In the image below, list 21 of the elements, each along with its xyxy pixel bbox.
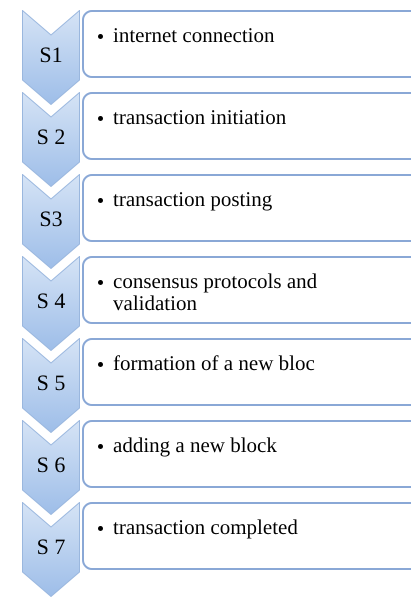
- step-box: [82, 502, 411, 570]
- chevron-step: S1: [22, 10, 80, 105]
- step-text: transaction posting: [113, 188, 272, 210]
- step-text: transaction completed: [113, 516, 298, 538]
- chevron-step: S 4: [22, 256, 80, 351]
- step-text: adding a new block: [113, 434, 277, 456]
- chevron-step: S 6: [22, 420, 80, 515]
- step-text: formation of a new bloc: [113, 352, 315, 374]
- step-box: [82, 10, 411, 78]
- step-box: [82, 338, 411, 406]
- step-text: consensus protocols and validation: [113, 270, 318, 314]
- step-box: [82, 92, 411, 160]
- step-text: internet connection: [113, 24, 275, 46]
- step-text: transaction initiation: [113, 106, 286, 128]
- step-box: [82, 174, 411, 242]
- chevron-step: S 7: [22, 502, 80, 597]
- step-box: [82, 256, 411, 324]
- chevron-step: S 5: [22, 338, 80, 433]
- chevron-step: S 2: [22, 92, 80, 187]
- chevron-step: S3: [22, 174, 80, 269]
- step-box: [82, 420, 411, 488]
